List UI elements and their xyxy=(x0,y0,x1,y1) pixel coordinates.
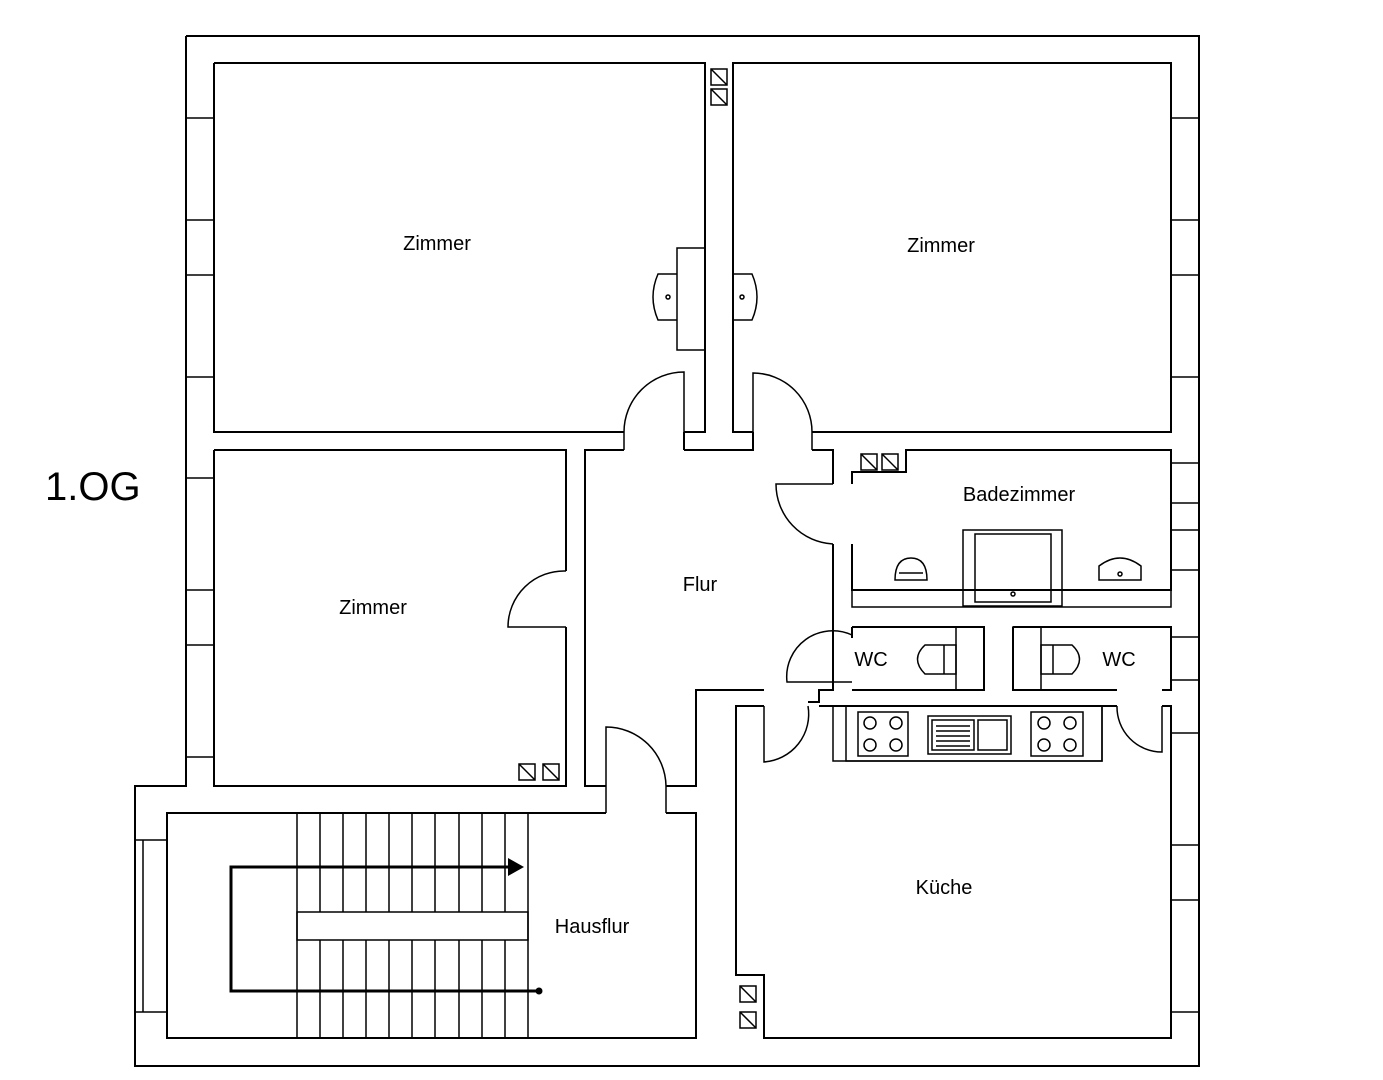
staircase xyxy=(296,812,529,1039)
room-label-wc-right: WC xyxy=(1102,649,1135,671)
outer-walls xyxy=(134,35,1200,1067)
room-kueche xyxy=(735,705,1172,1039)
room-label-wc-left: WC xyxy=(854,649,887,671)
room-zimmer-mid-left xyxy=(213,449,567,787)
wc-toilets xyxy=(916,626,1081,691)
room-label-zimmer-top-left: Zimmer xyxy=(403,233,471,255)
sink-fixtures-top xyxy=(652,247,758,351)
stair-direction-arrow xyxy=(229,858,543,995)
room-label-zimmer-top-right: Zimmer xyxy=(907,235,975,257)
shaft-squares xyxy=(518,68,899,1029)
kitchen-counter xyxy=(832,705,1103,762)
bathroom-fixtures xyxy=(894,529,1142,607)
room-wc-right xyxy=(1012,626,1172,691)
doors xyxy=(507,371,1163,813)
room-label-flur: Flur xyxy=(683,574,718,596)
room-label-hausflur: Hausflur xyxy=(555,916,630,938)
room-zimmer-top-right xyxy=(732,62,1172,433)
room-label-zimmer-mid-left: Zimmer xyxy=(339,597,407,619)
room-label-kueche: Küche xyxy=(916,877,973,899)
floor-label: 1.OG xyxy=(45,465,141,509)
windows-right xyxy=(1170,117,1200,1013)
room-label-badezimmer: Badezimmer xyxy=(963,484,1076,506)
room-badezimmer xyxy=(851,449,1172,608)
room-flur xyxy=(584,432,834,787)
windows-left xyxy=(134,117,215,1013)
